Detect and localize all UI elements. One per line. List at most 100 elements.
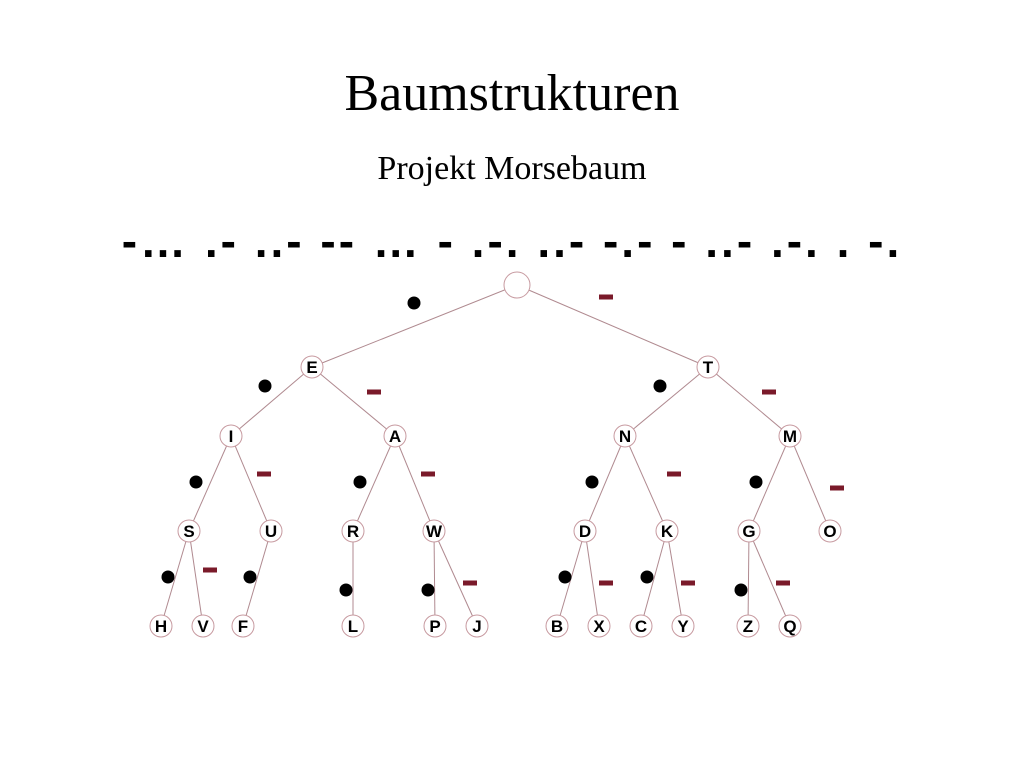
tree-node-label: K [661, 522, 674, 541]
tree-node-u [259, 519, 283, 543]
dot-marker [189, 475, 203, 489]
tree-edges [160, 284, 831, 627]
tree-node-m [778, 424, 802, 448]
dot-marker [243, 570, 257, 584]
tree-node-label: X [593, 617, 605, 636]
tree-node-label: O [823, 522, 836, 541]
tree-node-label: S [183, 522, 194, 541]
tree-edge-w [394, 435, 435, 532]
tree-root-node [503, 271, 531, 299]
tree-edge-k [624, 435, 668, 532]
dot-marker [421, 583, 435, 597]
dash-marker [830, 485, 844, 491]
dash-marker [599, 580, 613, 586]
tree-markers [161, 294, 844, 597]
tree-edge-z [747, 530, 750, 627]
tree-edge-v [188, 530, 204, 627]
tree-edge-h [160, 530, 190, 627]
tree-edge-q [748, 530, 791, 627]
tree-node-r [341, 519, 365, 543]
tree-node-i [219, 424, 243, 448]
tree-node-label: J [472, 617, 481, 636]
dash-marker [599, 294, 613, 300]
tree-node-label: C [635, 617, 647, 636]
dot-marker [640, 570, 654, 584]
tree-node-d [573, 519, 597, 543]
tree-edge-r [352, 435, 396, 532]
dash-marker [681, 580, 695, 586]
tree-node-y [671, 614, 695, 638]
tree-edge-u [230, 435, 272, 532]
dot-marker [353, 475, 367, 489]
tree-node-label: B [551, 617, 563, 636]
tree-edge-x [584, 530, 600, 627]
tree-node-n [613, 424, 637, 448]
tree-node-e [300, 355, 324, 379]
tree-edge-d [584, 435, 626, 532]
tree-node-s [177, 519, 201, 543]
tree-node-label: U [265, 522, 277, 541]
dot-marker [734, 583, 748, 597]
tree-node-c [629, 614, 653, 638]
dash-marker [257, 471, 271, 477]
tree-edge-o [789, 435, 831, 532]
tree-node-label: Y [677, 617, 689, 636]
tree-node-label: A [389, 427, 401, 446]
dash-marker [203, 567, 217, 573]
tree-node-o [818, 519, 842, 543]
tree-edge-e [311, 284, 518, 368]
tree-edge-t [516, 284, 709, 368]
tree-node-t [696, 355, 720, 379]
tree-node-x [587, 614, 611, 638]
dash-marker [421, 471, 435, 477]
tree-node-v [191, 614, 215, 638]
tree-edge-g [748, 435, 791, 532]
tree-edge-a [311, 366, 396, 437]
tree-edge-f [242, 530, 272, 627]
tree-node-l [341, 614, 365, 638]
dot-marker [653, 379, 667, 393]
tree-node-label: L [348, 617, 358, 636]
tree-node-label: Q [783, 617, 796, 636]
dot-marker [258, 379, 272, 393]
tree-node-label: Z [743, 617, 753, 636]
dash-marker [667, 471, 681, 477]
tree-edge-y [666, 530, 684, 627]
tree-node-z [736, 614, 760, 638]
tree-node-label: N [619, 427, 631, 446]
tree-edge-m [707, 366, 791, 437]
tree-node-h [149, 614, 173, 638]
tree-node-label: T [703, 358, 714, 377]
page-title: Baumstrukturen [344, 65, 680, 122]
dash-marker [762, 389, 776, 395]
tree-node-p [423, 614, 447, 638]
tree-node-k [655, 519, 679, 543]
tree-node-label: M [783, 427, 797, 446]
dash-marker [776, 580, 790, 586]
morse-message: -… .- ..- -- … - .-. ..- -.- - ..- .-. .… [121, 215, 903, 267]
tree-node-q [778, 614, 802, 638]
tree-node-label: P [429, 617, 440, 636]
dot-marker [558, 570, 572, 584]
dash-marker [463, 580, 477, 586]
tree-node-label: G [742, 522, 755, 541]
dot-marker [585, 475, 599, 489]
tree-node-label: V [197, 617, 209, 636]
tree-node-label: E [306, 358, 317, 377]
tree-edge-j [433, 530, 478, 627]
tree-edge-i [230, 366, 313, 437]
tree-node-w [422, 519, 446, 543]
tree-node-label: F [238, 617, 248, 636]
tree-node-g [737, 519, 761, 543]
tree-node-label: R [347, 522, 359, 541]
page-subtitle: Projekt Morsebaum [377, 150, 647, 187]
tree-node-label: W [426, 522, 443, 541]
dot-marker [339, 583, 353, 597]
tree-node-f [231, 614, 255, 638]
tree-node-label: D [579, 522, 591, 541]
dot-marker [161, 570, 175, 584]
tree-node-b [545, 614, 569, 638]
tree-node-label: H [155, 617, 167, 636]
